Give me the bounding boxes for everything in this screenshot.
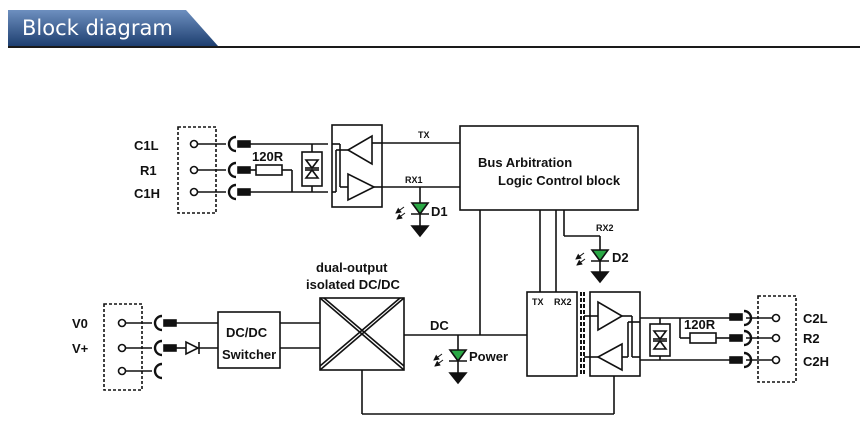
resistor-left	[255, 164, 283, 176]
transceiver-left	[331, 124, 383, 208]
dcdc-switcher-line2: Switcher	[222, 347, 276, 362]
isolated-line1: dual-output	[316, 260, 388, 275]
dc-label: DC	[430, 318, 449, 333]
connector-c2	[729, 295, 797, 383]
transceiver-right	[584, 291, 641, 377]
port-label-vplus: V+	[72, 341, 89, 356]
port-label-c1h: C1H	[134, 186, 160, 201]
connector-power	[103, 303, 177, 391]
resistor-right-label: 120R	[684, 317, 716, 332]
signal-tx-label: TX	[418, 130, 430, 140]
isolator-rx2-label: RX2	[554, 297, 572, 307]
port-label-c2l: C2L	[803, 311, 828, 326]
resistor-left-label: 120R	[252, 149, 284, 164]
tvs-diode-left	[301, 144, 323, 192]
signal-rx1-label: RX1	[405, 175, 423, 185]
dcdc-switcher-line1: DC/DC	[226, 325, 268, 340]
port-label-c1l: C1L	[134, 138, 159, 153]
isolator-tx-label: TX	[532, 297, 544, 307]
tvs-diode-right	[649, 318, 671, 360]
isolated-dcdc-block	[319, 297, 405, 371]
led-d2	[575, 249, 610, 284]
led-power-label: Power	[469, 349, 508, 364]
led-power	[433, 349, 468, 385]
connector-c1	[177, 126, 251, 214]
signal-rx2-label: RX2	[596, 223, 614, 233]
header-tab	[8, 10, 218, 46]
port-label-r1: R1	[140, 163, 157, 178]
port-label-c2h: C2H	[803, 354, 829, 369]
led-d1-label: D1	[431, 204, 448, 219]
isolator-block	[526, 291, 585, 377]
port-label-r2: R2	[803, 331, 820, 346]
dcdc-switcher-block	[217, 311, 281, 369]
page-title: Block diagram	[22, 16, 173, 40]
led-d1	[395, 202, 430, 238]
header-divider	[8, 46, 860, 48]
led-d2-label: D2	[612, 250, 629, 265]
logic-control-block	[459, 125, 639, 211]
input-diode	[185, 340, 200, 356]
isolated-line2: isolated DC/DC	[306, 277, 401, 292]
resistor-right	[689, 332, 717, 344]
logic-block-line1: Bus Arbitration	[478, 155, 572, 170]
port-label-v0: V0	[72, 316, 88, 331]
logic-block-line2: Logic Control block	[498, 173, 621, 188]
